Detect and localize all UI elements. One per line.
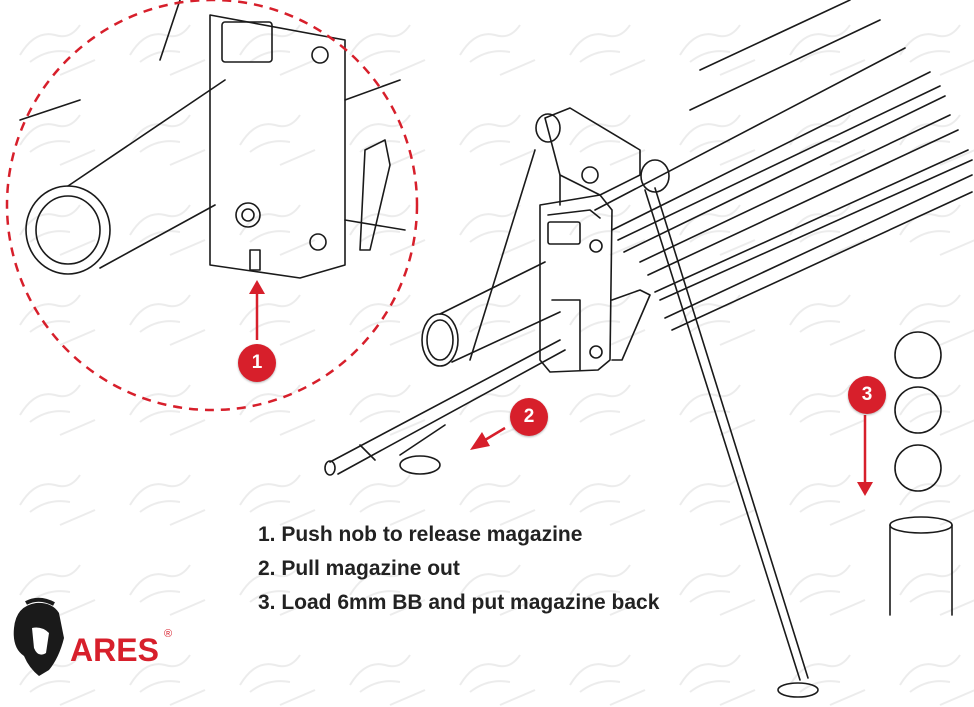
instruction-step-3: 3. Load 6mm BB and put magazine back <box>258 591 660 614</box>
bb-circle <box>894 444 942 492</box>
step-marker-2: 2 <box>510 398 548 436</box>
instruction-step-1: 1. Push nob to release magazine <box>258 523 583 546</box>
instruction-step-2: 2. Pull magazine out <box>258 557 460 580</box>
step-marker-1: 1 <box>238 344 276 382</box>
bb-circle <box>894 331 942 379</box>
step-marker-3: 3 <box>848 376 886 414</box>
spartan-helmet-icon <box>13 597 64 676</box>
registered-mark: ® <box>164 628 173 640</box>
detail-zoom-circle <box>5 0 419 412</box>
arrow-down-left-icon <box>484 426 506 442</box>
brand-logo-text: ARES <box>70 632 159 668</box>
instruction-list: 1. Push nob to release magazine 2. Pull … <box>258 518 659 620</box>
bb-circle <box>894 386 942 434</box>
